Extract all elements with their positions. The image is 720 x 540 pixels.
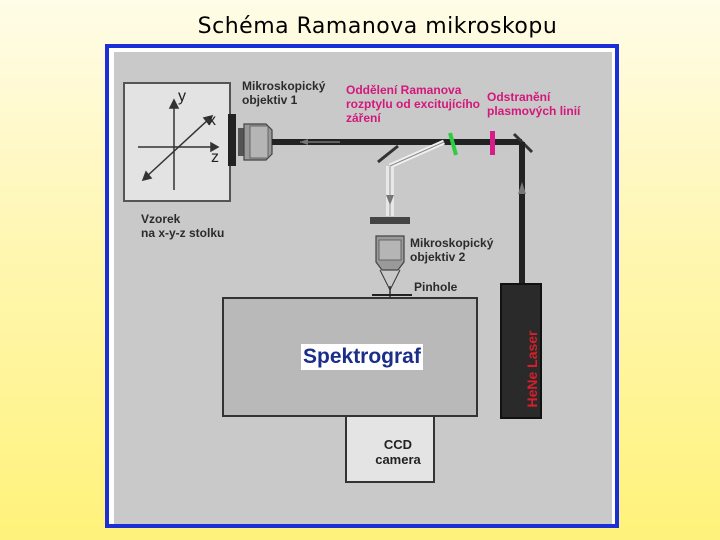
magenta-filter xyxy=(490,131,495,155)
notch-filter-plate xyxy=(370,217,410,224)
xyz-axes xyxy=(138,98,220,190)
plasma-removal-label: Odstranění plasmových linií xyxy=(487,90,581,118)
green-filter xyxy=(448,132,458,156)
ccd-camera-label: CCD camera xyxy=(375,437,421,467)
objective-2 xyxy=(375,235,405,291)
objective-1-label: Mikroskopický objektiv 1 xyxy=(242,79,326,107)
ccd-camera-box xyxy=(345,415,435,483)
spectrograph-label: Spektrograf xyxy=(301,344,423,370)
pinhole-label: Pinhole xyxy=(414,280,458,294)
hene-laser-label: HeNe Laser xyxy=(524,330,540,408)
axis-label-z: z xyxy=(211,149,219,166)
objective-1 xyxy=(238,123,273,161)
axis-label-y: y xyxy=(178,88,186,105)
sample-stage-box xyxy=(123,82,231,202)
hene-laser-box xyxy=(500,283,542,419)
sample-stage-plate xyxy=(228,114,236,166)
axis-label-x: x xyxy=(208,112,216,129)
sample-label: Vzorek na x-y-z stolku xyxy=(141,212,225,240)
raman-separation-label: Oddělení Ramanova rozptylu od excitující… xyxy=(346,83,481,125)
beam-splitter xyxy=(377,144,399,164)
objective-2-label: Mikroskopický objektiv 2 xyxy=(410,236,494,264)
slide-title: Schéma Ramanova mikroskopu xyxy=(197,14,558,39)
